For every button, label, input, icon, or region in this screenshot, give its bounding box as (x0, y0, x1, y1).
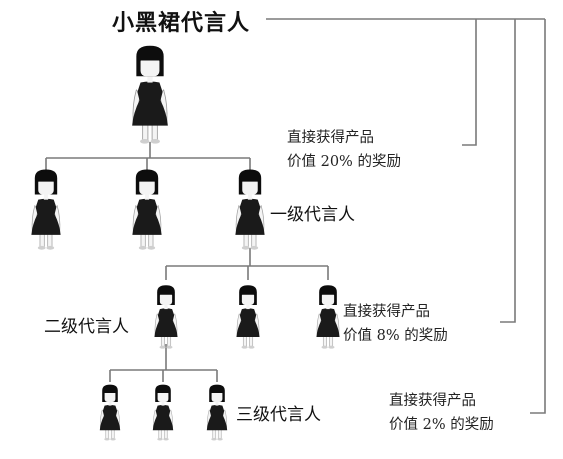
figure-bangs (103, 385, 117, 394)
figure-dress (154, 308, 178, 337)
figure-neck (246, 305, 250, 310)
figure-neck (164, 305, 168, 310)
figure-shoe (211, 437, 217, 441)
figure-neck (43, 194, 49, 200)
spokesperson-figure (31, 169, 61, 250)
figure-shoe (140, 139, 150, 144)
figure-face (321, 292, 335, 305)
spokesperson-figure (152, 384, 174, 441)
figure-bangs (240, 286, 256, 296)
figure-bangs (137, 171, 157, 183)
figure-shoe (241, 245, 250, 250)
figure-dress (132, 81, 168, 126)
root-title: 小黑裙代言人 (112, 11, 251, 36)
figure-shoe (321, 345, 328, 349)
spokesperson-figure (316, 285, 340, 349)
figure-face (139, 178, 155, 195)
figure-shoe (138, 245, 147, 250)
figure-shoe (46, 245, 55, 250)
spokesperson-figure (235, 169, 265, 250)
figures-layer (31, 45, 340, 441)
reward-line: 价值 20% 的奖励 (287, 154, 401, 170)
level3-reward-note: 直接获得产品 价值 2% 的奖励 (389, 389, 494, 437)
spokesperson-figure (132, 45, 168, 144)
figure-dress (206, 405, 228, 431)
level2-label: 二级代言人 (44, 317, 129, 337)
figure-bangs (210, 385, 224, 394)
level1-reward-bracket (462, 19, 477, 146)
figure-neck (215, 402, 219, 406)
reward-line: 直接获得产品 (287, 130, 374, 146)
figure-shoe (250, 245, 259, 250)
figure-dress (132, 198, 162, 235)
figure-face (38, 178, 54, 195)
figure-dress (316, 308, 340, 337)
spokesperson-figure (236, 285, 260, 349)
figure-neck (147, 76, 153, 83)
figure-face (242, 178, 258, 195)
figure-bangs (138, 47, 162, 62)
spokesperson-figure (132, 169, 162, 250)
figure-shoe (150, 139, 160, 144)
level2-reward-note: 直接获得产品 价值 8% 的奖励 (343, 300, 448, 348)
figure-shoe (248, 345, 255, 349)
figure-neck (247, 194, 253, 200)
figure-bangs (320, 286, 336, 296)
figure-shoe (241, 345, 248, 349)
spokesperson-figure (99, 384, 121, 441)
figure-face (104, 390, 116, 402)
level2-reward-bracket (500, 19, 516, 323)
figure-neck (144, 194, 150, 200)
figure-dress (99, 405, 121, 431)
spokesperson-figure (154, 285, 178, 349)
connector-lines (45, 18, 546, 414)
figure-face (211, 390, 223, 402)
figure-face (157, 390, 169, 402)
figure-bangs (158, 286, 174, 296)
figure-neck (161, 402, 165, 406)
figure-shoe (159, 345, 166, 349)
figure-face (140, 56, 160, 77)
reward-line: 直接获得产品 (343, 304, 430, 320)
figure-dress (31, 198, 61, 235)
figure-shoe (37, 245, 46, 250)
figure-neck (108, 402, 112, 406)
figure-face (159, 292, 173, 305)
level1-reward-note: 直接获得产品 价值 20% 的奖励 (287, 126, 401, 174)
figure-bangs (36, 171, 56, 183)
level1-label: 一级代言人 (270, 205, 355, 225)
figure-bangs (156, 385, 170, 394)
figure-shoe (328, 345, 335, 349)
figure-shoe (157, 437, 163, 441)
figure-bangs (240, 171, 260, 183)
figure-shoe (217, 437, 223, 441)
figure-face (241, 292, 255, 305)
figure-dress (236, 308, 260, 337)
reward-line: 价值 8% 的奖励 (343, 328, 448, 344)
figure-shoe (163, 437, 169, 441)
figure-shoe (110, 437, 116, 441)
reward-line: 价值 2% 的奖励 (389, 417, 494, 433)
level3-reward-bracket (530, 19, 546, 414)
level3-label: 三级代言人 (236, 405, 321, 425)
figure-shoe (104, 437, 110, 441)
figure-dress (235, 198, 265, 235)
figure-shoe (147, 245, 156, 250)
reward-line: 直接获得产品 (389, 393, 476, 409)
spokesperson-figure (206, 384, 228, 441)
figure-shoe (166, 345, 173, 349)
figure-dress (152, 405, 174, 431)
figure-neck (326, 305, 330, 310)
